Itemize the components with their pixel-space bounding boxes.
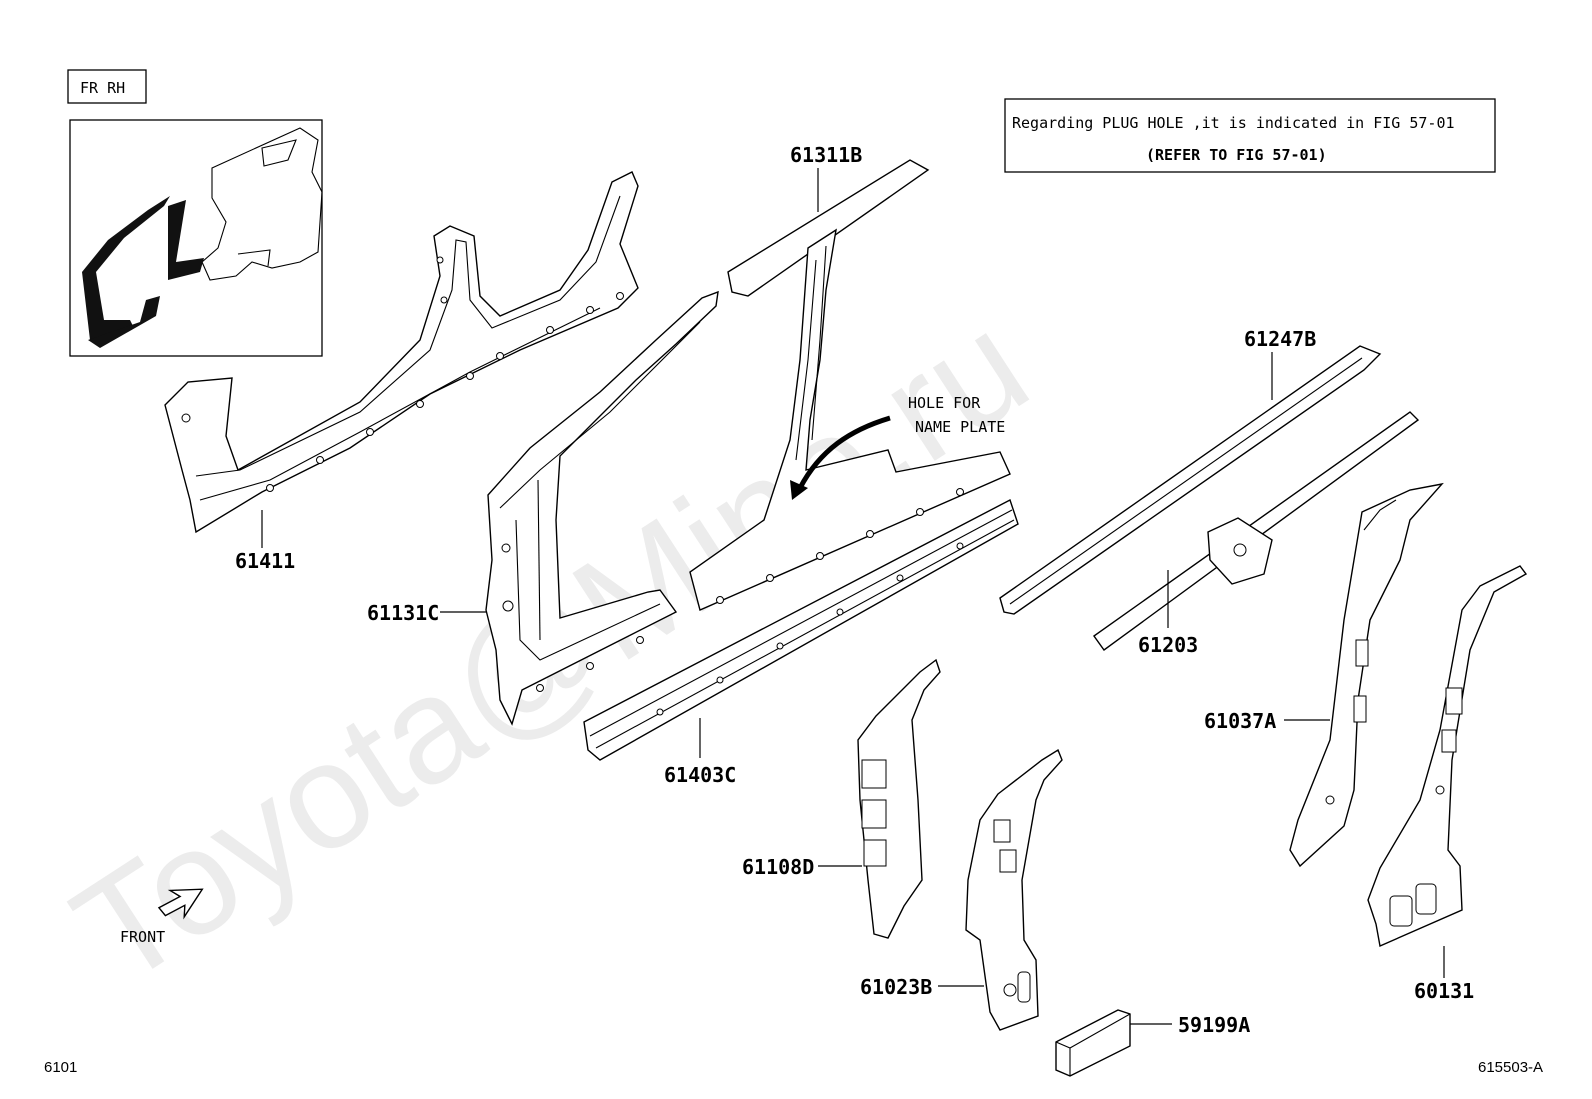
part-61108D-label: 61108D <box>742 855 814 879</box>
part-61403C-label: 61403C <box>664 763 736 787</box>
part-61108D-shape <box>818 658 941 939</box>
page-code: 6101 <box>44 1059 77 1076</box>
part-61247B-shape <box>999 345 1382 615</box>
name-plate-hole-callout: HOLE FOR NAME PLATE <box>790 394 1005 500</box>
front-label: FRONT <box>120 928 165 946</box>
locator-inset <box>69 119 323 357</box>
note-line-1: Regarding PLUG HOLE ,it is indicated in … <box>1012 114 1455 132</box>
part-61131C-label: 61131C <box>367 601 439 625</box>
part-61311B-shape <box>689 159 1011 611</box>
note-line-2: (REFER TO FIG 57-01) <box>1146 146 1327 164</box>
part-61131C-shape <box>440 290 719 726</box>
hole-for-label-2: NAME PLATE <box>915 418 1005 436</box>
part-61023B-shape <box>938 748 1063 1031</box>
part-61203-shape <box>1093 411 1420 651</box>
part-61411-shape <box>164 171 639 548</box>
part-59199A-shape <box>1055 1009 1172 1077</box>
part-61403C-shape <box>583 498 1019 761</box>
figure-code: 615503-A <box>1478 1059 1543 1076</box>
part-61203-label: 61203 <box>1138 633 1198 657</box>
part-61311B-label: 61311B <box>790 143 862 167</box>
part-59199A-label: 59199A <box>1178 1013 1250 1037</box>
plug-hole-note: Regarding PLUG HOLE ,it is indicated in … <box>1004 98 1496 173</box>
part-61037A-label: 61037A <box>1204 709 1276 733</box>
part-61037A-shape <box>1284 482 1444 868</box>
fr-rh-box: FR RH <box>67 69 147 104</box>
part-60131-shape <box>1367 565 1528 978</box>
hole-for-label-1: HOLE FOR <box>908 394 981 412</box>
part-60131-label: 60131 <box>1414 979 1474 1003</box>
part-61247B-label: 61247B <box>1244 327 1316 351</box>
part-61023B-label: 61023B <box>860 975 932 999</box>
fr-rh-label: FR RH <box>80 79 125 97</box>
front-arrow-icon <box>157 888 204 920</box>
part-61411-label: 61411 <box>235 549 295 573</box>
